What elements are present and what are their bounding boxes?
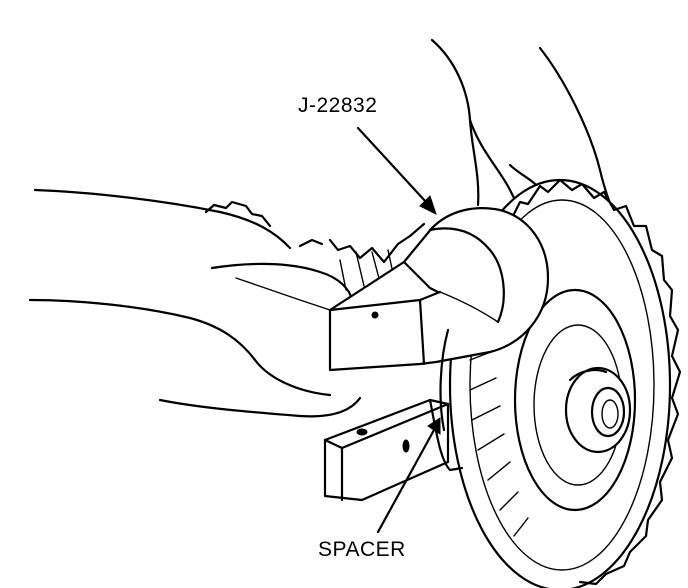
tool-label: J-22832 [298, 94, 377, 117]
tool-j22832 [328, 207, 550, 372]
spacer-label: SPACER [318, 538, 406, 561]
spacer-block [323, 328, 464, 502]
left-hand [28, 188, 362, 418]
back-gear [204, 200, 426, 291]
spacer-leader [376, 417, 441, 534]
tool-leader [356, 126, 437, 215]
